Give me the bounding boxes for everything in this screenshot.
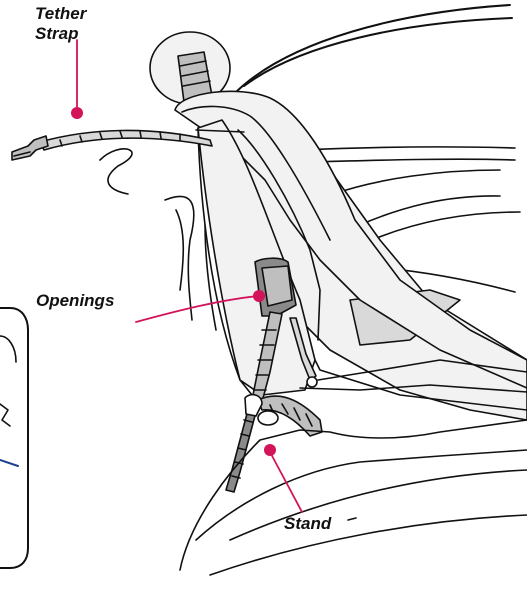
stand-label: Stand: [284, 514, 331, 534]
openings-label: Openings: [36, 291, 114, 311]
seat-stand: [180, 420, 527, 570]
tether-label-line1: Tether: [35, 4, 105, 24]
tether-label-line2: Strap: [35, 24, 105, 44]
tether-strap: [40, 130, 212, 150]
tether-hook-icon: [12, 136, 48, 160]
stand-label-tick: [348, 518, 356, 520]
tether-strap-label: Tether Strap: [35, 4, 105, 44]
inset-detail-frame: [0, 308, 28, 568]
